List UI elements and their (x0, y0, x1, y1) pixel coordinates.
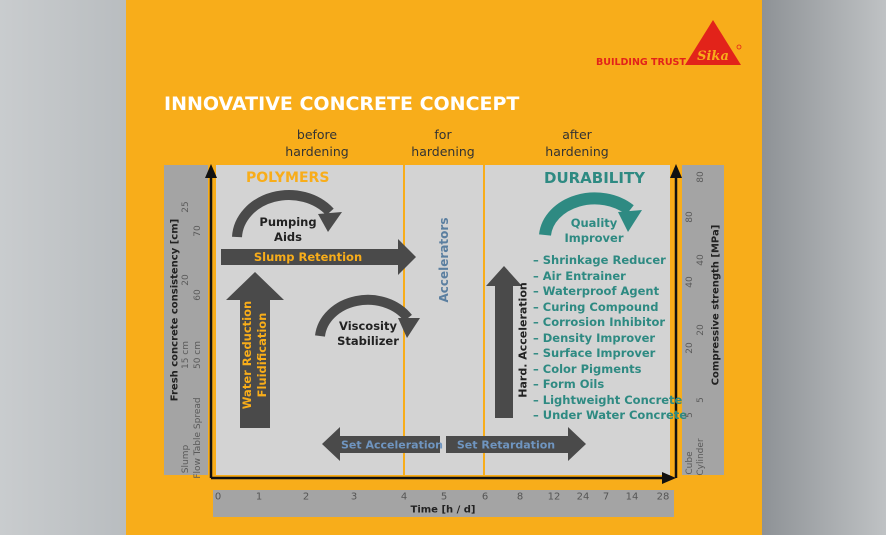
cylinder-tick: 40 (696, 254, 706, 266)
cube-tick: 20 (685, 342, 695, 354)
time-tick: 8 (516, 491, 524, 503)
list-item: – Waterproof Agent (533, 284, 660, 298)
right-y-axis-arrow (670, 164, 682, 178)
x-axis-arrow (662, 472, 676, 484)
list-item: – Shrinkage Reducer (533, 253, 666, 267)
time-tick: 14 (625, 491, 639, 503)
time-tick: 28 (656, 491, 670, 503)
time-tick: 12 (547, 491, 561, 503)
time-tick: 7 (602, 491, 610, 503)
cylinder-label: Cylinder (696, 438, 706, 476)
time-tick: 3 (350, 491, 358, 503)
set-acceleration-arrow (322, 427, 440, 461)
time-tick: 1 (255, 491, 263, 503)
cube-tick: 40 (685, 276, 695, 288)
slump-retention-label: Slump Retention (253, 250, 363, 264)
cube-label: Cube (685, 451, 695, 475)
list-item: – Color Pigments (533, 361, 642, 376)
list-item: – Density Improver (533, 330, 656, 345)
brand-tagline: BUILDING TRUST (596, 57, 686, 68)
slump-retention-arrow (221, 239, 416, 275)
time-axis-strip (213, 490, 674, 517)
left-axis-title: Fresh concrete consistency [cm] (169, 218, 181, 402)
time-tick: 24 (576, 491, 590, 503)
background-right (762, 0, 886, 535)
right-axis-strip (682, 165, 724, 475)
hard-acceleration-label: Hard. Acceleration (516, 282, 530, 398)
set-retardation-arrow (446, 427, 586, 461)
viscosity-curve-arrow (315, 294, 412, 337)
list-item: – Air Entrainer (533, 268, 626, 283)
cylinder-tick: 5 (696, 397, 706, 403)
time-tick: 4 (400, 491, 408, 503)
time-axis-title: Time [h / d] (410, 504, 476, 516)
slump-label: Slump (181, 444, 191, 474)
slump-tick: 15 cm (181, 340, 191, 370)
flow-tick: 60 (193, 289, 203, 301)
list-item: – Lightweight Concrete (533, 392, 683, 407)
set-acceleration-label: Set Acceleration (341, 438, 443, 452)
cube-tick: 5 (685, 412, 695, 418)
polymers-heading: POLYMERS (246, 170, 330, 186)
sika-logo: Sika (685, 20, 742, 65)
water-reduction-arrow (226, 272, 284, 428)
time-tick: 6 (481, 491, 489, 503)
diagram-area (216, 165, 670, 475)
flow-label: Flow Table Spread (193, 397, 203, 479)
list-item: – Under Water Concrete (533, 408, 688, 422)
right-axis-title: Compressive strength [MPa] (710, 224, 722, 386)
list-item: – Surface Improver (533, 346, 656, 360)
accelerators-label: Accelerators (437, 217, 451, 303)
page-title: INNOVATIVE CONCRETE CONCEPT (164, 93, 520, 115)
time-tick: 0 (214, 491, 222, 503)
slump-tick: 20 (181, 274, 191, 286)
hard-acceleration-arrow (486, 266, 522, 418)
durability-list: – Shrinkage Reducer– Air Entrainer– Wate… (533, 253, 687, 424)
time-tick: 5 (440, 491, 448, 503)
left-axis-strip (164, 165, 208, 475)
svg-text:Sika: Sika (697, 49, 729, 64)
list-item: – Corrosion Inhibitor (533, 315, 666, 329)
quality-curve-arrow (539, 192, 634, 236)
cylinder-tick: 20 (696, 324, 706, 336)
cube-tick: 80 (685, 211, 695, 223)
set-retardation-label: Set Retardation (456, 438, 556, 452)
y-axis-arrow (205, 164, 217, 178)
flow-tick: 70 (193, 225, 203, 237)
slump-tick: 25 (181, 201, 191, 213)
flow-tick: 50 cm (193, 340, 203, 370)
cylinder-tick: 80 (696, 171, 706, 183)
list-item: – Form Oils (533, 377, 605, 391)
durability-heading: DURABILITY (544, 169, 646, 187)
list-item: – Curing Compound (533, 299, 659, 314)
time-tick: 2 (302, 491, 310, 503)
pumping-curve-arrow (232, 190, 334, 238)
